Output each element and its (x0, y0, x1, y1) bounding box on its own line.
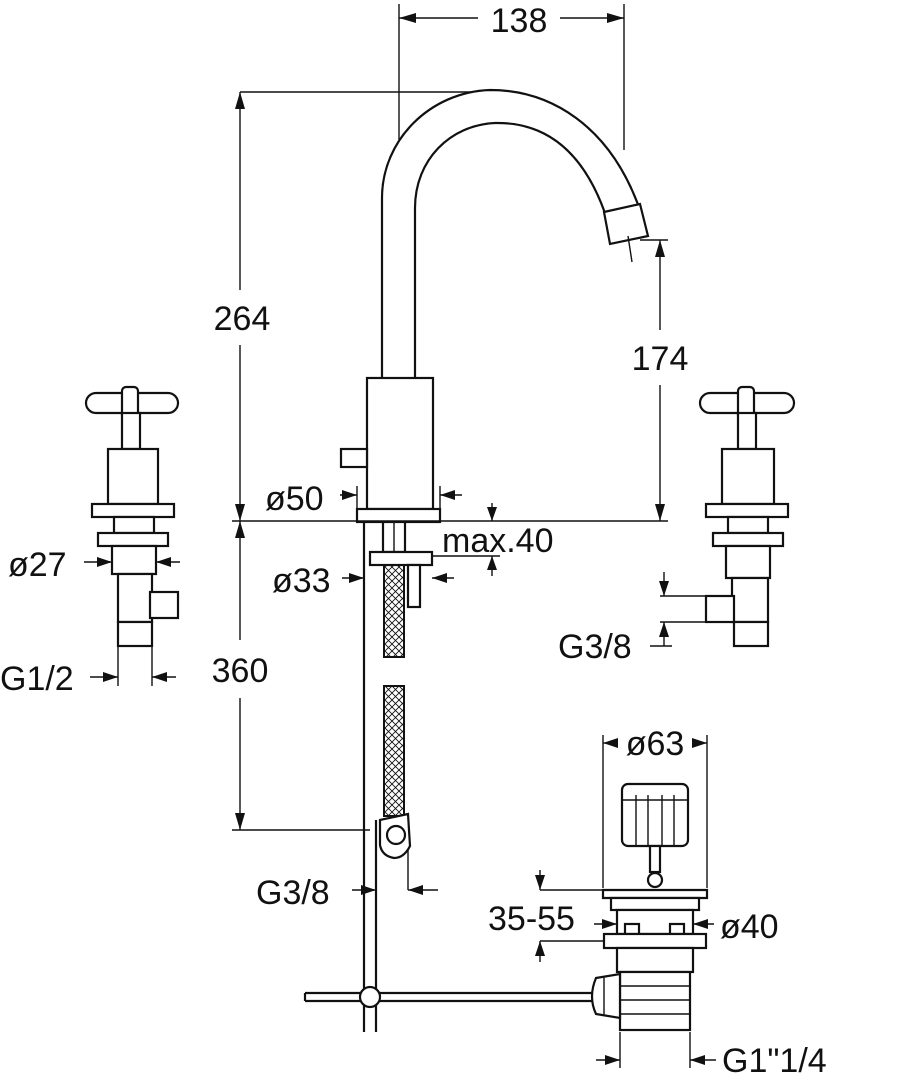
supply-hose (383, 564, 405, 658)
pop-up-knob (339, 447, 369, 469)
right-cross-handle-valve (698, 385, 796, 648)
deck-plate (355, 507, 442, 524)
dim-waste-body-diameter: ø40 (720, 908, 779, 946)
dimension-lines (84, 4, 716, 1068)
mixer-body (339, 376, 442, 524)
waste-plug-cap (620, 782, 690, 848)
dim-valve-diameter: ø27 (8, 546, 67, 584)
dim-supply-height: 360 (212, 652, 269, 690)
pop-up-rod (303, 522, 600, 1032)
dim-valve-outlet: G3/8 (558, 628, 632, 666)
waste-rod-connector (590, 972, 622, 1020)
dim-spout-height: 174 (632, 340, 689, 378)
fixing-nut (368, 550, 434, 567)
dim-valve-inlet: G1/2 (0, 660, 74, 698)
rod-clip (358, 985, 382, 1009)
pop-up-waste (590, 782, 709, 1032)
dim-waste-thread: G1"1/4 (722, 1042, 827, 1080)
shank-assembly (368, 520, 434, 890)
dim-max-deck: max.40 (442, 522, 554, 560)
spout-aerator (602, 202, 650, 246)
spout (380, 88, 650, 378)
dim-base-diameter: ø50 (265, 480, 324, 518)
dim-tail-connection: G3/8 (256, 874, 330, 912)
dim-total-height: 264 (214, 300, 271, 338)
left-cross-handle-valve (84, 385, 180, 648)
dim-waste-cap-diameter: ø63 (626, 725, 685, 763)
dimension-labels: 138 264 174 ø50 max.40 ø33 360 G3/8 ø27 … (0, 2, 827, 1080)
supply-hose-lower (383, 685, 405, 817)
dim-waste-range: 35-55 (488, 900, 575, 938)
dim-shank-diameter: ø33 (272, 562, 331, 600)
dim-spout-reach: 138 (491, 2, 548, 40)
